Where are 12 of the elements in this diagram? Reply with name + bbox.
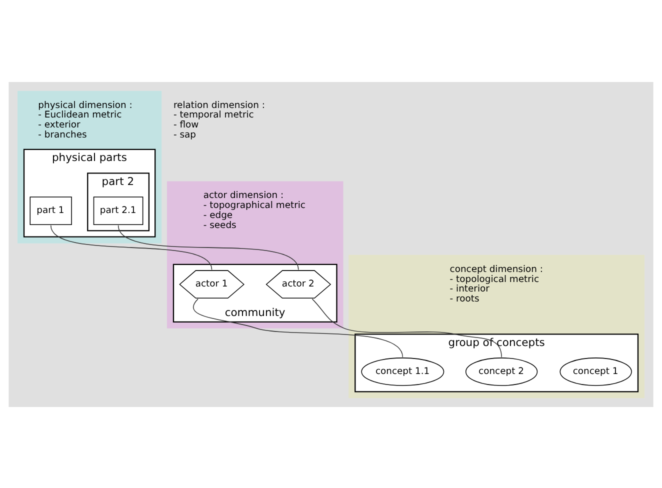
label: - flow xyxy=(173,119,199,130)
label: - sap xyxy=(173,129,196,140)
node-box: part 1 xyxy=(30,196,72,224)
connector xyxy=(312,298,502,358)
label: relation dimension : xyxy=(173,99,266,110)
node-ellipse: concept 2 xyxy=(465,357,538,386)
node-ellipse: concept 1.1 xyxy=(361,357,444,386)
connector xyxy=(50,224,212,270)
connector xyxy=(118,224,299,270)
node-ellipse: concept 1 xyxy=(560,357,632,386)
label: - temporal metric xyxy=(173,109,254,120)
node-box: part 2.1 xyxy=(93,196,144,224)
